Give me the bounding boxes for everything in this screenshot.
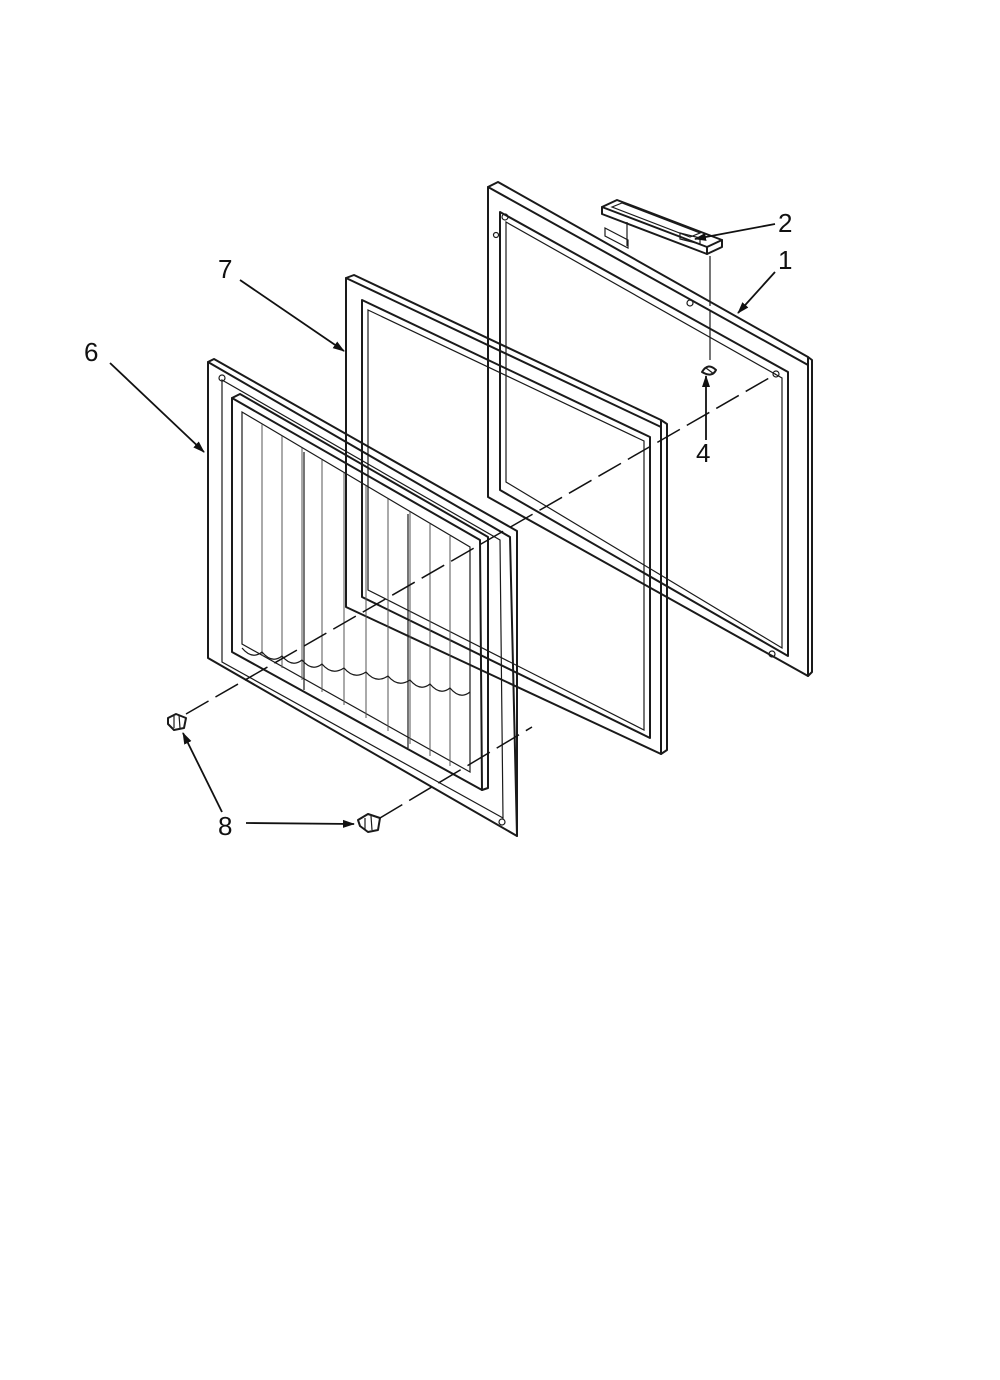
part-7-gasket	[345, 274, 668, 755]
leader-6	[109, 362, 205, 453]
part-8-screw-right	[357, 813, 381, 833]
callout-2: 2	[778, 208, 792, 238]
callout-1: 1	[778, 245, 792, 275]
callout-7: 7	[218, 254, 232, 284]
part-4-screw	[701, 310, 717, 376]
part-2-handle	[601, 199, 723, 306]
leader-2	[694, 223, 776, 241]
callout-8: 8	[218, 811, 232, 841]
assembly-lines	[185, 373, 777, 819]
leader-7	[239, 279, 345, 352]
leader-1	[737, 271, 776, 314]
part-1-outer-frame	[487, 181, 813, 677]
part-8-screw-left	[167, 713, 187, 731]
part-6-door-liner	[207, 358, 518, 837]
leader-8-right	[245, 819, 355, 828]
callout-6: 6	[84, 337, 98, 367]
callout-4: 4	[696, 438, 710, 468]
leader-8-left	[182, 732, 223, 813]
